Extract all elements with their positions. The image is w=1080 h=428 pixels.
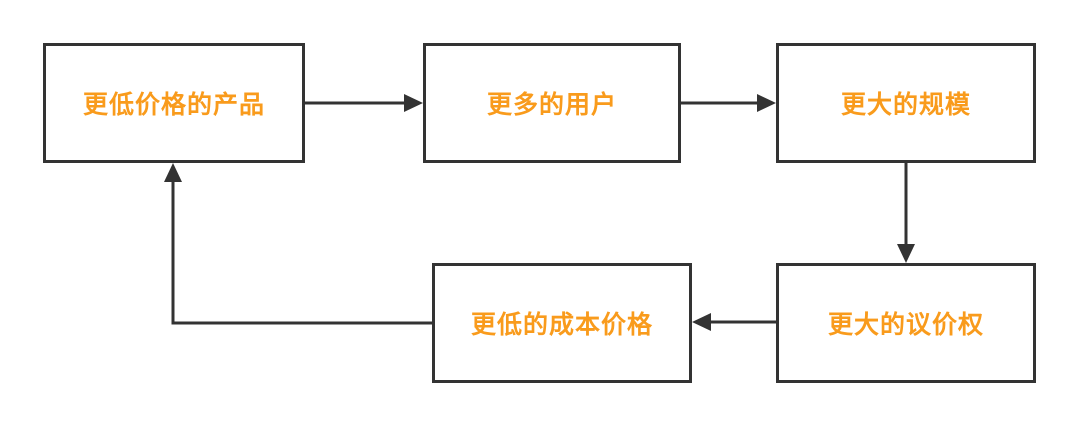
node-label: 更低的成本价格	[470, 311, 653, 339]
node-larger-scale: 更大的规模	[776, 43, 1036, 163]
arrow-product-to-users	[305, 94, 423, 112]
arrow-cost-to-product-loop	[164, 163, 432, 325]
node-label: 更多的用户	[486, 91, 617, 119]
node-label: 更大的议价权	[827, 311, 984, 339]
node-lower-cost-price: 更低的成本价格	[432, 263, 692, 383]
arrow-scale-to-bargaining	[897, 163, 915, 263]
node-more-users: 更多的用户	[423, 43, 681, 163]
node-label: 更大的规模	[840, 91, 971, 119]
arrow-users-to-scale	[681, 94, 776, 112]
node-greater-bargaining-power: 更大的议价权	[776, 263, 1036, 383]
arrow-bargaining-to-cost	[692, 313, 776, 331]
node-lower-price-product: 更低价格的产品	[43, 43, 305, 163]
node-label: 更低价格的产品	[82, 91, 265, 119]
